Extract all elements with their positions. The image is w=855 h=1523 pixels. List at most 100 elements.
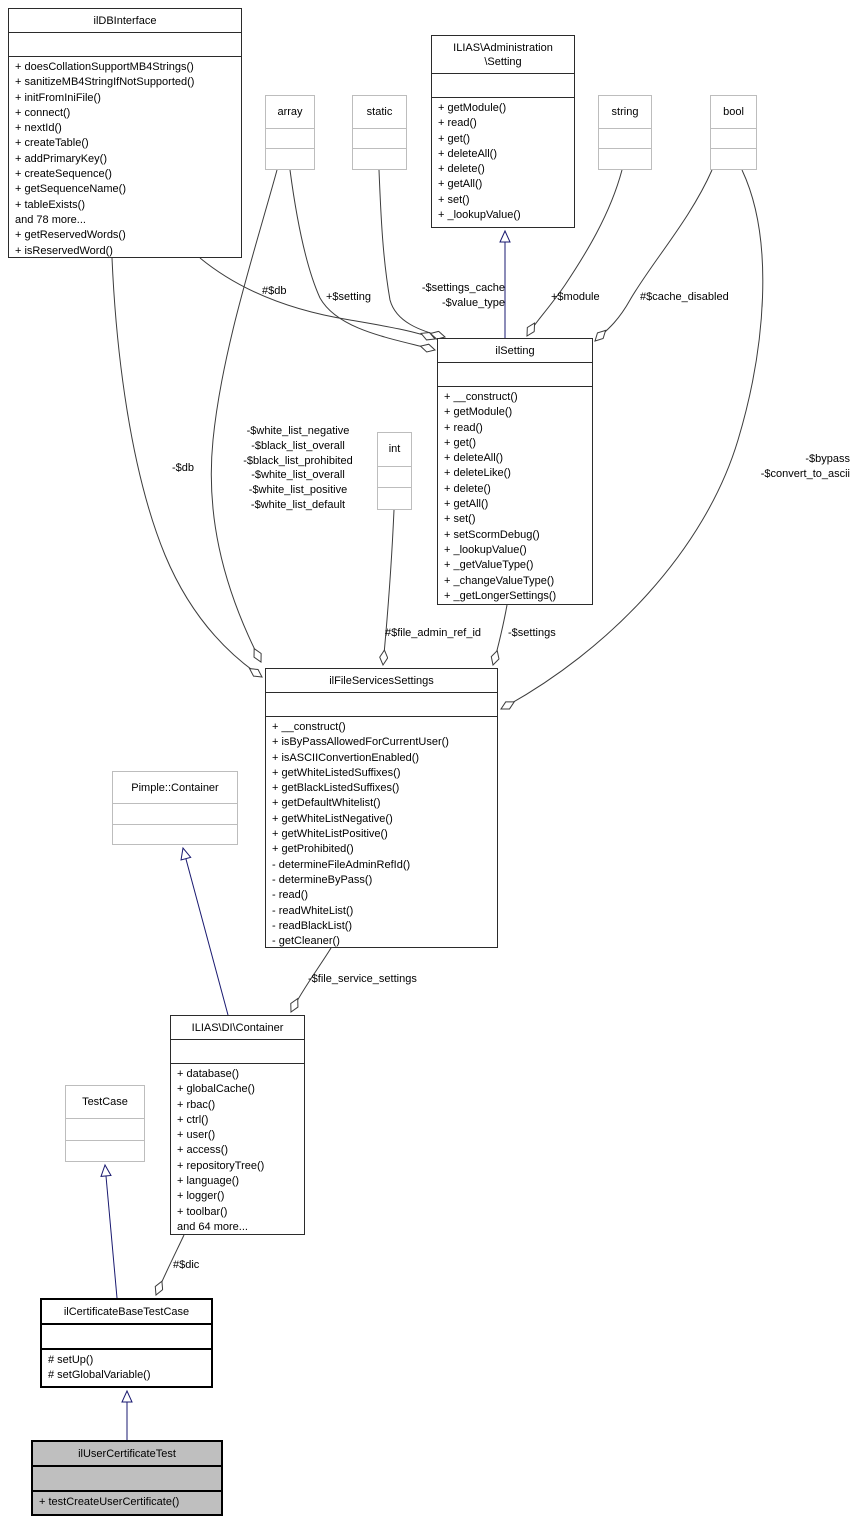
edge-label-white-lists: -$white_list_negative -$black_list_overal… (228, 424, 368, 513)
method-item: + connect() (15, 106, 71, 119)
edge-label-line: -$black_list_overall (251, 439, 345, 452)
attributes-section (33, 1467, 221, 1492)
class-box-ilias-di-container[interactable]: ILIAS\DI\Container + database()+ globalC… (170, 1015, 305, 1235)
method-item: # setUp() (48, 1354, 94, 1366)
method-item: and 64 more... (177, 1220, 248, 1233)
method-item: + _lookupValue() (438, 209, 521, 222)
method-item: + setScormDebug() (444, 528, 540, 541)
method-item: + initFromIniFile() (15, 91, 101, 104)
class-box-array: array (265, 95, 315, 170)
method-item: - read() (272, 889, 309, 902)
edge-label-line: -$white_list_negative (246, 425, 350, 437)
class-title: array (266, 96, 314, 129)
method-item: + getProhibited() (272, 843, 354, 856)
method-item: and 78 more... (15, 213, 86, 226)
edge-bool-to-ilsetting (595, 169, 713, 341)
methods-section (266, 148, 314, 169)
attributes-section (599, 129, 651, 149)
method-item: + getSequenceName() (15, 183, 126, 196)
class-box-ilsetting[interactable]: ilSetting + __construct() + getModule() + … (437, 338, 593, 605)
class-title: TestCase (66, 1086, 144, 1120)
method-item: + read() (444, 421, 483, 434)
edge-label-module: +$module (551, 291, 600, 303)
method-list: # setUp() # setGlobalVariable() (42, 1350, 211, 1386)
class-title: ilFileServicesSettings (266, 669, 497, 693)
method-item: + getWhiteListedSuffixes() (272, 766, 401, 779)
method-item: + _getValueType() (444, 559, 534, 572)
class-box-ilias-administration-setting[interactable]: ILIAS\Administration\Setting + getModule… (431, 35, 575, 228)
class-title: int (378, 433, 411, 467)
method-item: + ctrl() (177, 1113, 209, 1126)
method-item: + getModule() (444, 406, 513, 419)
methods-section (711, 148, 756, 169)
method-list: + __construct()+ isByPassAllowedForCurre… (266, 717, 497, 947)
method-item: # setGlobalVariable() (48, 1369, 151, 1382)
method-item: + get() (444, 436, 477, 449)
class-title: ilSetting (438, 339, 592, 363)
method-item: - getCleaner() (272, 935, 340, 947)
method-item: + getModule() (438, 102, 507, 114)
method-item: + set() (444, 513, 476, 526)
edge-label-file-service-settings: -$file_service_settings (308, 973, 417, 985)
method-item: + getReservedWords() (15, 229, 126, 242)
attributes-section (113, 804, 237, 823)
methods-section (599, 148, 651, 169)
methods-section (378, 487, 411, 509)
method-item: + delete() (444, 482, 491, 495)
class-title: ilCertificateBaseTestCase (42, 1300, 211, 1325)
attributes-section (42, 1325, 211, 1350)
method-item: + user() (177, 1129, 216, 1142)
class-box-ilfileservicessettings[interactable]: ilFileServicesSettings + __construct()+ … (265, 668, 498, 948)
class-box-ilcertificatebasetestcase[interactable]: ilCertificateBaseTestCase # setUp()# set… (40, 1298, 213, 1388)
method-item: - readWhiteList() (272, 904, 354, 917)
attributes-section (266, 693, 497, 717)
class-title: ILIAS\Administration\Setting (432, 36, 574, 74)
method-item: + isByPassAllowedForCurrentUser() (272, 736, 449, 749)
method-item: + doesCollationSupportMB4Strings() (15, 61, 194, 73)
edge-label-line: -$settings_cache (421, 282, 505, 294)
edge-label-line: -$white_list_positive (248, 484, 348, 497)
method-item: - determineByPass() (272, 873, 373, 886)
edge-label-line: -$black_list_prohibited (243, 454, 353, 467)
method-list: + getModule()+ read()+ get()+ deleteAll(… (432, 98, 574, 227)
class-title-line: ILIAS\Administration (453, 42, 553, 54)
attributes-section (266, 129, 314, 149)
attributes-section (438, 363, 592, 387)
class-box-testcase: TestCase (65, 1085, 145, 1162)
method-item: + getAll() (438, 178, 483, 191)
edge-ildbinterface-to-ilsetting (199, 257, 435, 339)
class-title: static (353, 96, 406, 129)
class-title: string (599, 96, 651, 129)
attributes-section (171, 1040, 304, 1064)
method-item: + deleteAll() (438, 147, 498, 160)
attributes-section (353, 129, 406, 149)
attributes-section (66, 1119, 144, 1139)
edge-label-file-admin-ref-id: #$file_admin_ref_id (385, 627, 482, 639)
method-item: + tableExists() (15, 198, 85, 211)
edge-label-line: -$white_list_overall (251, 469, 345, 482)
methods-section (113, 823, 237, 844)
class-title: Pimple::Container (113, 772, 237, 805)
method-item: + language() (177, 1175, 240, 1188)
method-item: + repositoryTree() (177, 1159, 265, 1172)
method-item: - readBlackList() (272, 919, 353, 932)
method-item: + _lookupValue() (444, 543, 527, 556)
method-item: + read() (438, 117, 477, 130)
class-box-int: int (377, 432, 412, 510)
edge-label-db-setting: #$db (262, 285, 287, 297)
attributes-section (9, 33, 241, 57)
attributes-section (711, 129, 756, 149)
edge-label-line: -$bypass (805, 453, 850, 465)
class-title: ilUserCertificateTest (33, 1442, 221, 1467)
class-box-string: string (598, 95, 652, 170)
method-item: + __construct() (444, 391, 518, 403)
class-title: bool (711, 96, 756, 129)
method-item: + rbac() (177, 1098, 216, 1111)
method-item: + getDefaultWhitelist() (272, 797, 381, 810)
attributes-section (378, 467, 411, 488)
edge-label-line: -$value_type (442, 296, 505, 309)
method-item: + _changeValueType() (444, 574, 555, 587)
class-box-ildbinterface[interactable]: ilDBInterface + doesCollationSupportMB4S… (8, 8, 242, 258)
edge-label-db-file: -$db (172, 462, 195, 474)
